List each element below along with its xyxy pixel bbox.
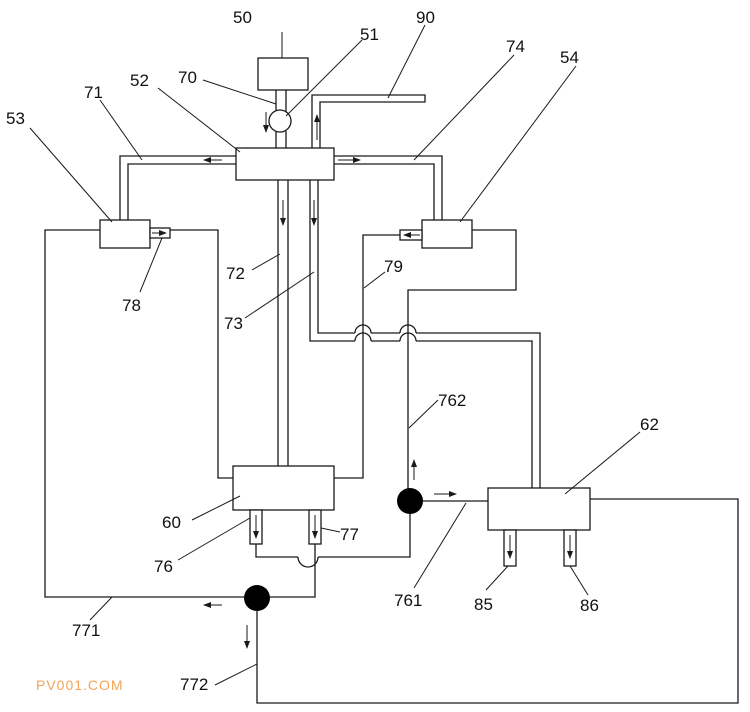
- component-53: [99, 219, 151, 249]
- pipe-74: [334, 155, 443, 220]
- watermark: PV001.COM: [36, 677, 124, 693]
- pipe-77-out: [270, 544, 316, 598]
- label-53: 53: [6, 109, 25, 128]
- pipe-76-out: [255, 544, 298, 558]
- pipe-78-to-60: [170, 229, 233, 479]
- component-54: [421, 219, 473, 249]
- label-72: 72: [226, 264, 245, 283]
- manifold-52: [235, 147, 335, 181]
- pipe-71-inner: [127, 163, 236, 220]
- label-51: 51: [360, 25, 379, 44]
- label-54: 54: [560, 48, 579, 67]
- label-762: 762: [438, 391, 466, 410]
- label-79: 79: [384, 257, 403, 276]
- pipe-pump-down: [318, 514, 411, 558]
- pipe-90: [311, 94, 426, 148]
- label-73: 73: [224, 314, 243, 333]
- label-50: 50: [233, 8, 252, 27]
- label-52: 52: [130, 71, 149, 90]
- label-85: 85: [474, 595, 493, 614]
- pipe-73-to-62: [416, 340, 533, 488]
- pipe-71: [119, 155, 236, 220]
- label-761: 761: [394, 591, 422, 610]
- pipe-73-inner: [317, 180, 355, 334]
- pipe-54-loop: [407, 229, 517, 501]
- manifold-62: [487, 487, 591, 531]
- pipe-73: [309, 180, 355, 342]
- label-70: 70: [178, 68, 197, 87]
- label-86: 86: [580, 596, 599, 615]
- pump-left: [244, 585, 270, 611]
- label-60: 60: [162, 513, 181, 532]
- label-772: 772: [180, 675, 208, 694]
- component-50-box: [257, 57, 309, 91]
- manifold-60: [232, 465, 335, 511]
- label-90: 90: [416, 8, 435, 27]
- pipe-772: [256, 498, 739, 704]
- crossover-bump-3: [297, 556, 319, 568]
- valve-51: [268, 109, 292, 133]
- label-771: 771: [72, 621, 100, 640]
- pipe-73-to-62-inner: [416, 332, 541, 488]
- label-71: 71: [84, 83, 103, 102]
- leader-lines: [29, 24, 641, 686]
- label-78: 78: [122, 296, 141, 315]
- pipe-771: [44, 229, 244, 598]
- label-77: 77: [340, 525, 359, 544]
- label-74: 74: [506, 37, 525, 56]
- pump-right: [397, 488, 423, 514]
- label-62: 62: [640, 415, 659, 434]
- pipe-79: [334, 234, 400, 479]
- pipe-74-inner: [334, 163, 435, 220]
- label-76: 76: [154, 557, 173, 576]
